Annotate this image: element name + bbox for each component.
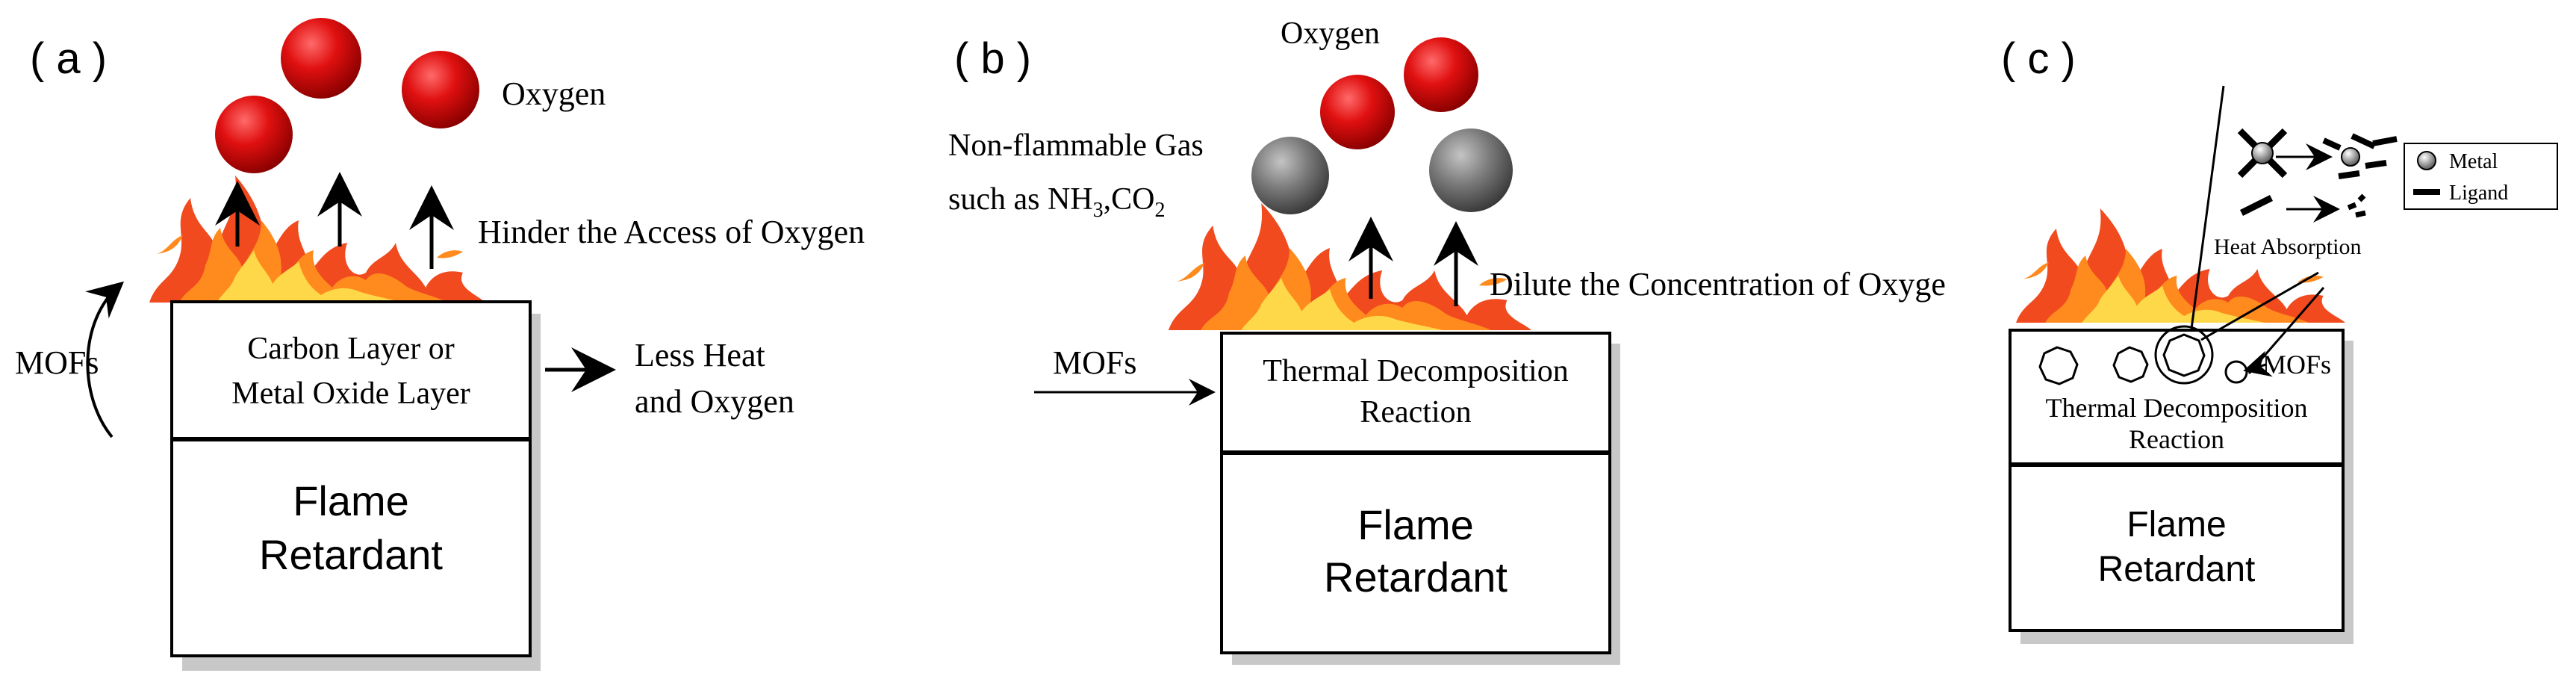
ligand-icon (2239, 194, 2274, 217)
flame-line1: Flame (293, 477, 409, 524)
ligand-icon (2351, 133, 2376, 149)
legend: Metal Ligand (2404, 143, 2558, 210)
oxygen-molecule-icon (281, 18, 361, 99)
panel-c: ( c ) Metal Ligand (2001, 34, 2558, 644)
flame-line2: Retardant (1324, 554, 1508, 601)
less-line2: and Oxygen (635, 383, 794, 420)
curved-arrow-icon (85, 281, 125, 438)
layer-line2: Reaction (1360, 395, 1471, 430)
metal-node-icon (2341, 147, 2360, 167)
oxygen-molecule-icon (402, 51, 479, 128)
ligand-icon (2347, 202, 2357, 211)
zoom-line (2190, 85, 2225, 329)
panel-b: ( b ) Oxygen Non-flammable Gas such as N… (948, 16, 1946, 665)
mof-ring-icon (2038, 346, 2079, 385)
flame-line2: Retardant (2098, 550, 2256, 589)
ligand-icon (2365, 160, 2387, 169)
oxygen-label: Oxygen (1281, 16, 1380, 51)
oxygen-molecule-icon (1320, 75, 1395, 149)
panel-a-label: ( a ) (30, 34, 107, 83)
flame-line1: Flame (2127, 505, 2226, 545)
layer-line2: Reaction (2129, 424, 2224, 454)
flame-icon (2016, 208, 2345, 323)
legend-ligand: Ligand (2449, 182, 2508, 205)
gas-line2: such as NH3,CO2 (948, 182, 1166, 222)
ligand-icon (2355, 210, 2366, 218)
mof-structure-sketch (2237, 128, 2398, 223)
decomposition-box (1220, 332, 1611, 454)
heat-absorption-label: Heat Absorption (2214, 235, 2361, 259)
oxygen-molecule-icon (215, 96, 293, 173)
oxygen-molecule-icon (1404, 37, 1478, 112)
flame-line2: Retardant (259, 531, 443, 578)
layer-line1: Carbon Layer or (247, 332, 455, 366)
flame-icon (1169, 203, 1531, 330)
gas-molecule-icon (1251, 137, 1329, 214)
mof-ring-icon (2162, 333, 2206, 377)
mofs-label: MOFs (1053, 344, 1137, 381)
flame-retardant-box (1220, 451, 1611, 654)
mofs-label: MOFs (15, 344, 99, 381)
hinder-label: Hinder the Access of Oxygen (478, 214, 865, 250)
mof-ring-icon (2154, 325, 2214, 385)
metal-node-icon (2417, 151, 2436, 170)
metal-node-icon (2251, 142, 2274, 164)
legend-metal: Metal (2449, 150, 2498, 173)
arrow-icon (2243, 350, 2273, 377)
carbon-layer-box (170, 300, 532, 441)
ligand-icon (2322, 137, 2342, 151)
flame-retardant-box (2009, 463, 2345, 632)
panel-c-label: ( c ) (2001, 34, 2076, 83)
mofs-label: MOFs (2262, 350, 2331, 379)
mof-ring-icon (2112, 346, 2149, 383)
ligand-icon (2357, 193, 2366, 202)
flame-icon (149, 176, 485, 303)
panel-b-label: ( b ) (954, 34, 1031, 83)
gas-line1: Non-flammable Gas (948, 128, 1204, 163)
dilute-label: Dilute the Concentration of Oxyge (1490, 266, 1946, 303)
ligand-icon (2338, 170, 2360, 179)
panel-a: ( a ) Oxygen Hinder the Access of Oxygen… (15, 18, 865, 671)
zoom-line (2200, 271, 2319, 341)
oxygen-label: Oxygen (502, 75, 606, 112)
layer-line1: Thermal Decomposition (2046, 393, 2308, 423)
layer-line2: Metal Oxide Layer (231, 376, 470, 411)
less-line1: Less Heat (635, 337, 765, 373)
layer-line1: Thermal Decomposition (1263, 354, 1568, 388)
flame-line1: Flame (1357, 501, 1474, 548)
gas-molecule-icon (1429, 128, 1513, 212)
ligand-icon (2372, 136, 2398, 146)
